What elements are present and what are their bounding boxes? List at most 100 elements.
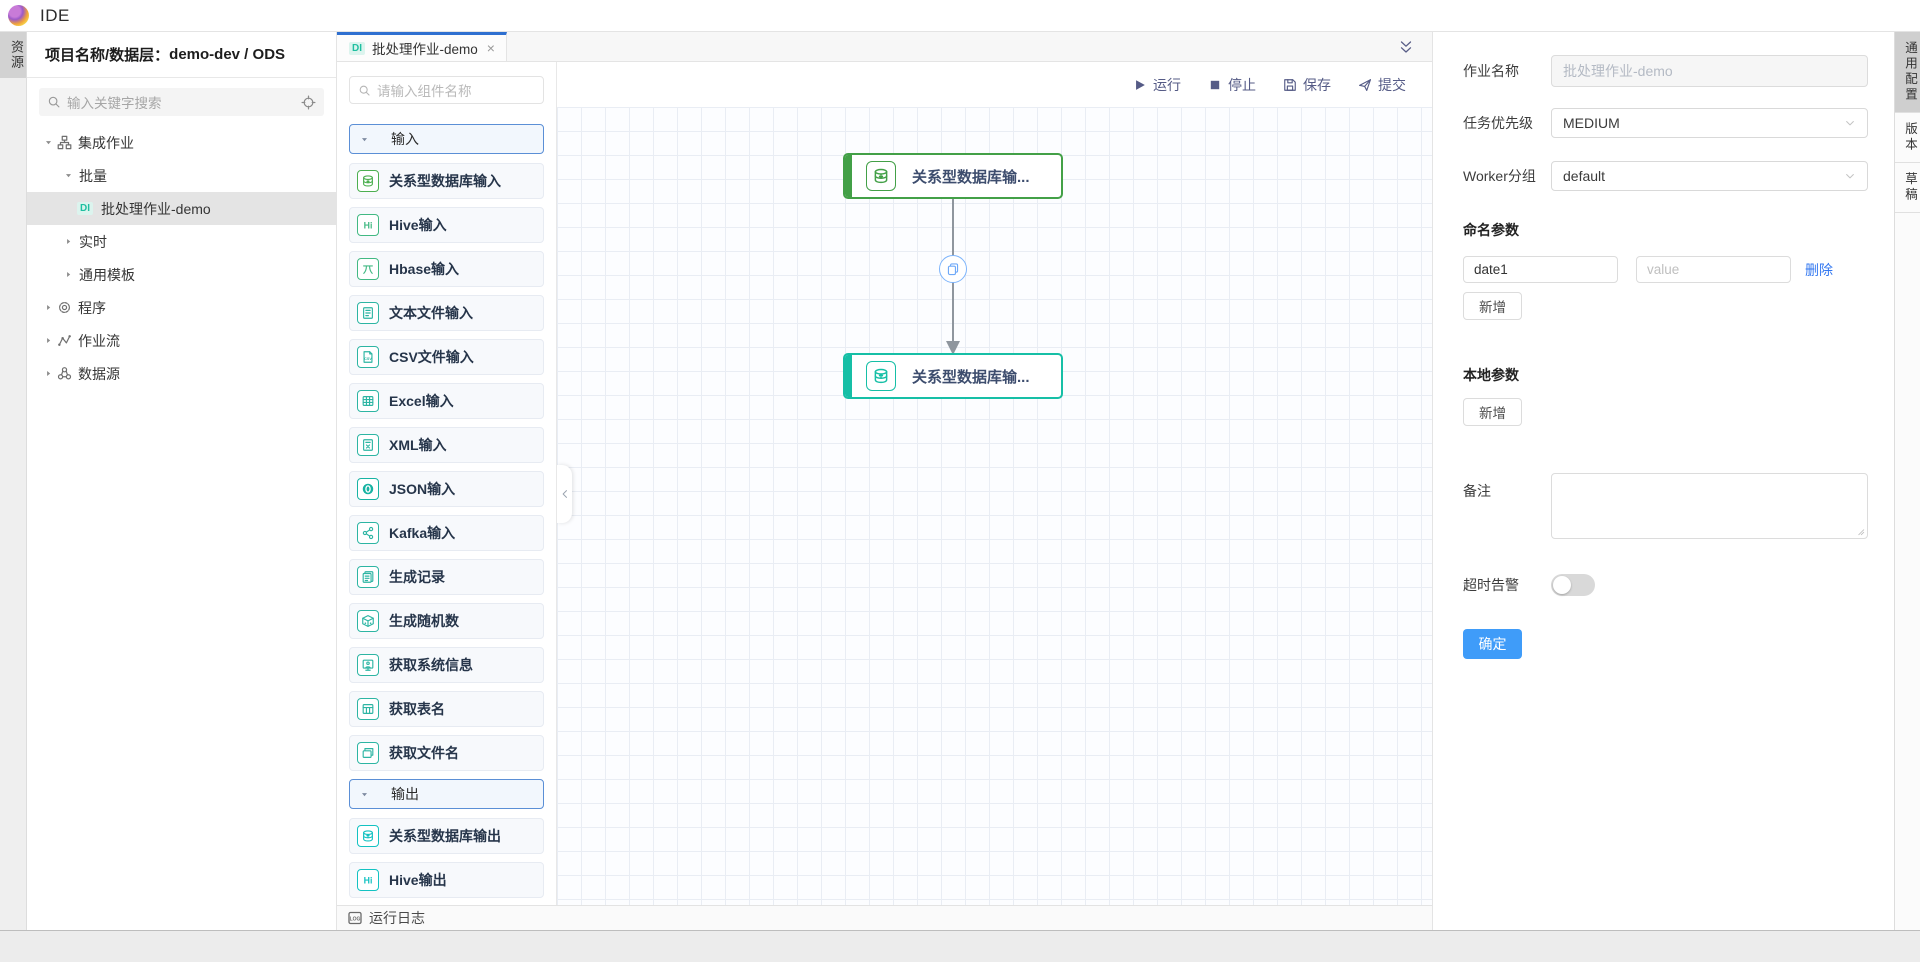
palette-item-label: CSV文件输入 [389, 349, 474, 365]
tree-item-批量[interactable]: 批量 [27, 159, 336, 192]
caret-down-icon[interactable] [61, 171, 75, 180]
caret-right-icon[interactable] [61, 237, 75, 246]
palette-item-label: 生成随机数 [389, 613, 459, 629]
table-name-icon [357, 698, 379, 720]
hive-icon: Hi [357, 869, 379, 891]
explorer-search-placeholder: 输入关键字搜索 [67, 96, 162, 111]
toolbar-button-label: 提交 [1378, 76, 1406, 93]
remark-textarea[interactable] [1551, 473, 1868, 539]
collapse-panel-icon[interactable] [1398, 39, 1414, 55]
palette-item-label: Kafka输入 [389, 525, 456, 541]
palette-group-输入[interactable]: 输入 [349, 124, 544, 154]
caret-right-icon[interactable] [61, 270, 75, 279]
palette-item-生成记录[interactable]: 生成记录 [349, 559, 544, 595]
tree-item-数据源[interactable]: 数据源 [27, 357, 336, 390]
palette-item-Hbase输入[interactable]: Hbase输入 [349, 251, 544, 287]
named-param-add-button[interactable]: 新增 [1463, 292, 1522, 320]
palette-group-输出[interactable]: 输出 [349, 779, 544, 809]
worker-group-select[interactable]: default [1551, 161, 1868, 191]
palette-item-label: Hive输出 [389, 872, 447, 888]
priority-label: 任务优先级 [1463, 115, 1533, 131]
tree-item-作业流[interactable]: 作业流 [27, 324, 336, 357]
caret-right-icon[interactable] [41, 336, 55, 345]
project-header-value: demo-dev / ODS [169, 46, 286, 63]
tree-item-集成作业[interactable]: 集成作业 [27, 126, 336, 159]
timeout-alarm-toggle[interactable] [1551, 574, 1595, 596]
hive-icon: Hi [357, 214, 379, 236]
toolbar-button-停止[interactable]: 停止 [1208, 75, 1256, 95]
explorer-search-input[interactable]: 输入关键字搜索 [39, 88, 324, 116]
node-accent-bar [845, 355, 852, 397]
tree-item-实时[interactable]: 实时 [27, 225, 336, 258]
job-name-input[interactable]: 批处理作业-demo [1551, 55, 1868, 87]
toolbar-button-运行[interactable]: 运行 [1133, 75, 1181, 95]
palette-item-生成随机数[interactable]: 生成随机数 [349, 603, 544, 639]
stop-icon [1208, 78, 1222, 92]
tree-item-通用模板[interactable]: 通用模板 [27, 258, 336, 291]
tree-item-程序[interactable]: 程序 [27, 291, 336, 324]
palette-search-placeholder: 请输入组件名称 [377, 84, 472, 99]
toolbar-button-label: 运行 [1153, 76, 1181, 93]
palette-item-label: 关系型数据库输入 [389, 173, 501, 189]
palette-item-CSV文件输入[interactable]: CSV CSV文件输入 [349, 339, 544, 375]
resize-grip-icon[interactable] [1855, 526, 1865, 536]
random-number-icon [357, 610, 379, 632]
toolbar-button-保存[interactable]: 保存 [1283, 75, 1331, 95]
editor-tab[interactable]: DI 批处理作业-demo × [337, 32, 507, 61]
palette-item-文本文件输入[interactable]: 文本文件输入 [349, 295, 544, 331]
palette-item-XML输入[interactable]: XML输入 [349, 427, 544, 463]
datasource-icon [57, 366, 72, 381]
caret-right-icon[interactable] [41, 303, 55, 312]
inspector-panel: 作业名称 批处理作业-demo 任务优先级 MEDIUM Worker分组 de… [1432, 32, 1894, 930]
node-label: 关系型数据库输... [912, 168, 1030, 186]
left-tab-resources[interactable]: 资源 [0, 32, 26, 78]
palette-item-获取文件名[interactable]: 获取文件名 [349, 735, 544, 771]
local-param-add-button[interactable]: 新增 [1463, 398, 1522, 426]
svg-text:LOG: LOG [350, 917, 361, 923]
priority-value: MEDIUM [1563, 115, 1620, 131]
palette-item-Excel输入[interactable]: Excel输入 [349, 383, 544, 419]
palette-item-Hive输出[interactable]: Hi Hive输出 [349, 862, 544, 898]
gear-icon [57, 300, 72, 315]
caret-down-icon[interactable] [41, 138, 55, 147]
palette-item-关系型数据库输出[interactable]: 关系型数据库输出 [349, 818, 544, 854]
toolbar-button-提交[interactable]: 提交 [1358, 75, 1406, 95]
param-value-input[interactable]: value [1636, 256, 1791, 283]
palette-collapse-handle[interactable] [557, 465, 572, 523]
project-header-label: 项目名称/数据层： [45, 47, 170, 64]
palette-item-Kafka输入[interactable]: Kafka输入 [349, 515, 544, 551]
right-tab-草稿[interactable]: 草稿 [1895, 163, 1920, 213]
tab-close-icon[interactable]: × [486, 40, 495, 56]
priority-select[interactable]: MEDIUM [1551, 108, 1868, 138]
confirm-button[interactable]: 确定 [1463, 629, 1522, 659]
app-header: IDE [0, 0, 1920, 32]
flow-canvas[interactable]: 关系型数据库输... 关系型数据库输... [557, 107, 1432, 905]
generate-records-icon [357, 566, 379, 588]
edge-copy-badge[interactable] [939, 255, 967, 283]
file-name-icon [357, 742, 379, 764]
right-tab-版本[interactable]: 版本 [1895, 113, 1920, 163]
job-name-label: 作业名称 [1463, 63, 1519, 79]
locate-icon[interactable] [301, 95, 316, 110]
caret-down-icon [360, 135, 369, 144]
palette-item-获取表名[interactable]: 获取表名 [349, 691, 544, 727]
tree-item-label: 通用模板 [79, 266, 135, 283]
svg-text:CSV: CSV [364, 357, 372, 361]
run-log-label: 运行日志 [369, 910, 425, 926]
palette-item-关系型数据库输入[interactable]: 关系型数据库输入 [349, 163, 544, 199]
palette-item-JSON输入[interactable]: JSON输入 [349, 471, 544, 507]
flow-node-2[interactable]: 关系型数据库输... [843, 353, 1063, 399]
run-log-bar[interactable]: LOG 运行日志 [337, 905, 1432, 930]
palette-search-input[interactable]: 请输入组件名称 [349, 76, 544, 104]
caret-right-icon[interactable] [41, 369, 55, 378]
palette-item-label: XML输入 [389, 437, 447, 453]
param-delete-link[interactable]: 删除 [1805, 261, 1833, 278]
tree-item-label: 集成作业 [78, 134, 134, 151]
palette-item-获取系统信息[interactable]: 获取系统信息 [349, 647, 544, 683]
right-tab-通用配置[interactable]: 通用配置 [1895, 32, 1920, 113]
param-key-input[interactable]: date1 [1463, 256, 1618, 283]
flow-node-1[interactable]: 关系型数据库输... [843, 153, 1063, 199]
